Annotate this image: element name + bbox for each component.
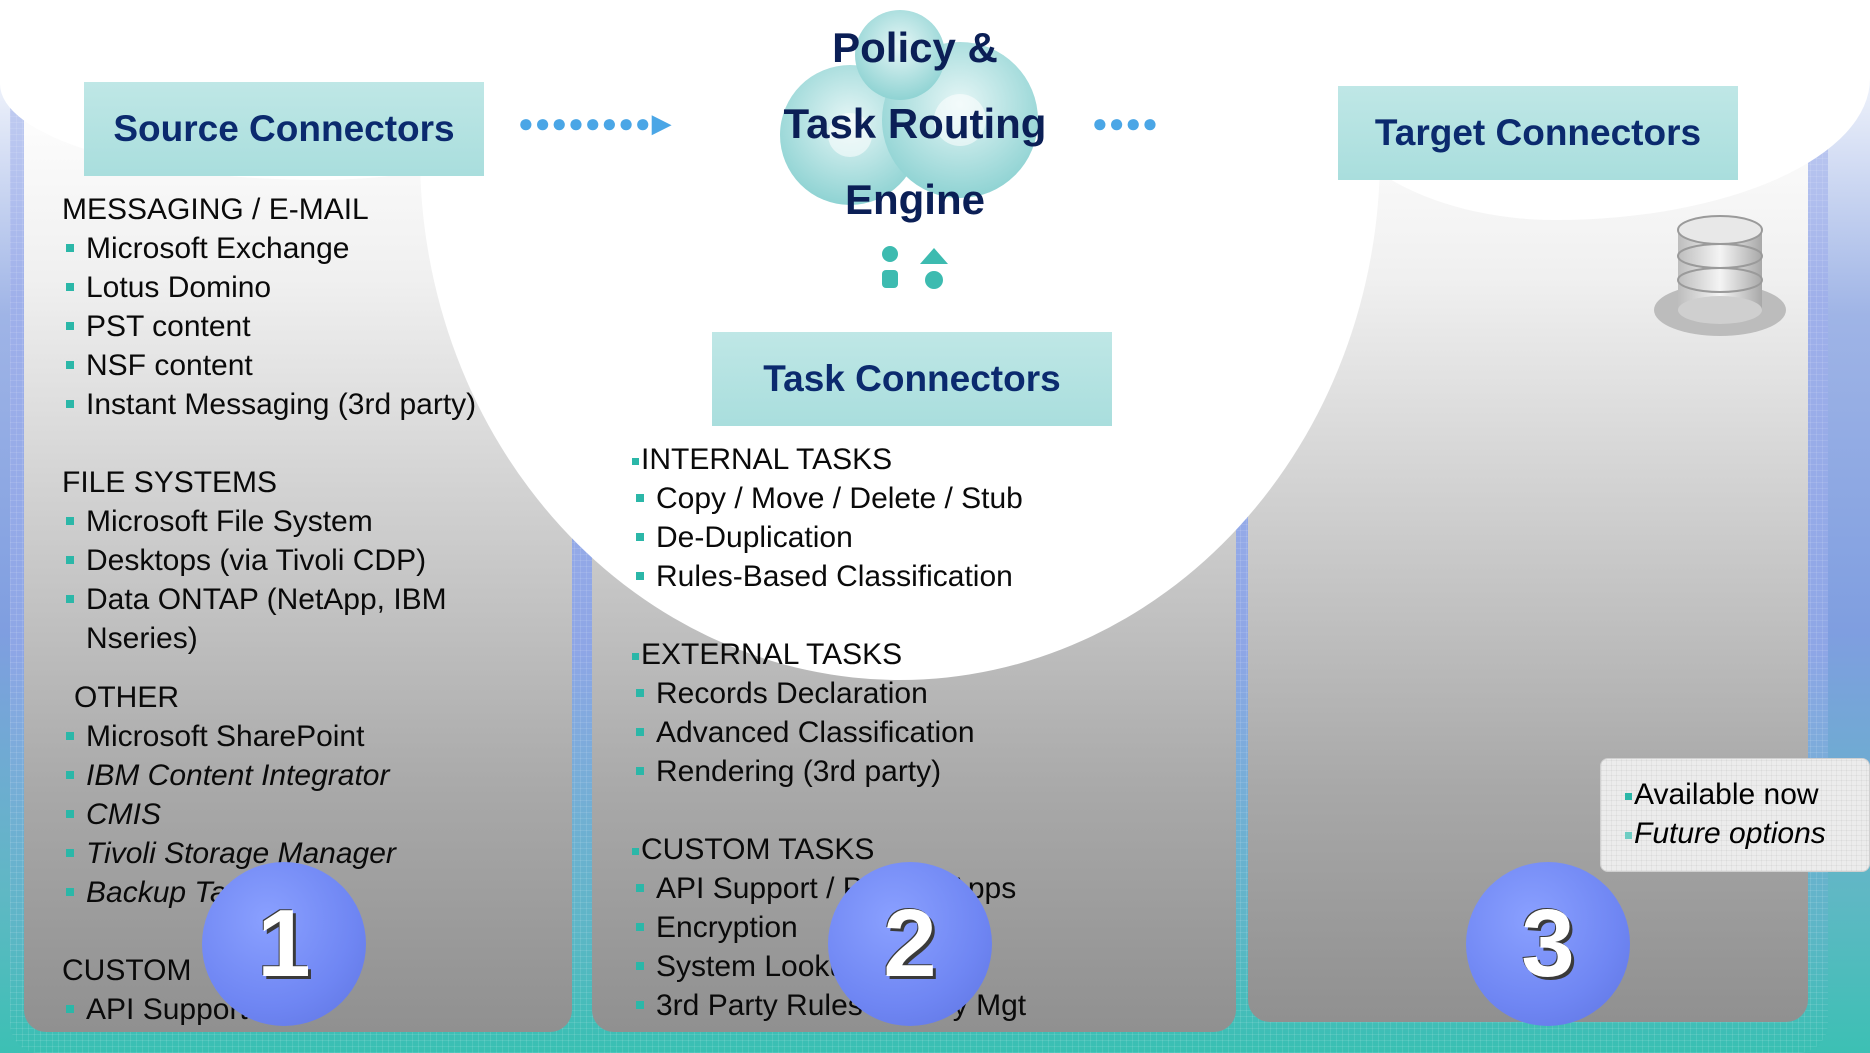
section-title: OTHER bbox=[74, 681, 179, 714]
legend-future: Future options bbox=[1625, 814, 1869, 853]
step-number-1: 1 bbox=[202, 862, 366, 1026]
list-item: Advanced Classification bbox=[632, 713, 1192, 752]
engine-title-line: Engine bbox=[844, 176, 985, 223]
spacer bbox=[62, 658, 542, 678]
list-item: Microsoft File System bbox=[62, 502, 542, 541]
engine-title: Policy & Task Routing Engine bbox=[770, 10, 1060, 238]
list-item: Microsoft Exchange bbox=[62, 229, 542, 268]
spacer bbox=[632, 596, 1192, 635]
engine-title-line: Policy & bbox=[832, 24, 998, 71]
list-item: Microsoft SharePoint bbox=[62, 717, 542, 756]
list-item: Desktops (via Tivoli CDP) bbox=[62, 541, 542, 580]
spacer bbox=[62, 424, 542, 463]
task-connectors-heading: Task Connectors bbox=[712, 332, 1112, 426]
list-item: NSF content bbox=[62, 346, 542, 385]
gears-icon bbox=[780, 10, 1038, 205]
list-item: Records Declaration bbox=[632, 674, 1192, 713]
list-item: CMIS bbox=[62, 795, 542, 834]
database-icon bbox=[1654, 215, 1786, 336]
section-title: FILE SYSTEMS bbox=[62, 466, 278, 499]
list-item: Encryption bbox=[632, 908, 1192, 947]
source-connectors-heading: Source Connectors bbox=[84, 82, 484, 176]
section-title: CUSTOM TASKS bbox=[632, 830, 1192, 869]
flow-arrow-left-icon: ●●●●●●●●▶ bbox=[518, 108, 673, 138]
list-item: API Support bbox=[62, 990, 542, 1029]
list-item: De-Duplication bbox=[632, 518, 1192, 557]
list-item: Rendering (3rd party) bbox=[632, 752, 1192, 791]
list-item: Instant Messaging (3rd party) bbox=[62, 385, 542, 424]
list-item: 3rd Party Rules / Policy Mgt bbox=[632, 986, 1192, 1025]
section-title: EXTERNAL TASKS bbox=[632, 635, 1192, 674]
spacer bbox=[632, 791, 1192, 830]
legend: Available now Future options bbox=[1600, 758, 1870, 872]
list-item: Rules-Based Classification bbox=[632, 557, 1192, 596]
list-item: Tivoli Storage Manager bbox=[62, 834, 542, 873]
step-number-2: 2 bbox=[828, 862, 992, 1026]
list-item: IBM Content Integrator bbox=[62, 756, 542, 795]
engine-title-line: Task Routing bbox=[783, 100, 1047, 147]
flow-arrow-right-icon: ●●●● bbox=[1092, 108, 1159, 138]
shapes-icon bbox=[882, 246, 948, 289]
list-item: Data ONTAP (NetApp, IBM Nseries) bbox=[62, 580, 476, 658]
section-title: INTERNAL TASKS bbox=[632, 440, 1192, 479]
target-connectors-heading: Target Connectors bbox=[1338, 86, 1738, 180]
step-number-3: 3 bbox=[1466, 862, 1630, 1026]
list-item: PST content bbox=[62, 307, 542, 346]
section-title: MESSAGING / E-MAIL bbox=[62, 193, 369, 226]
section-title: CUSTOM bbox=[62, 954, 192, 987]
legend-available: Available now bbox=[1625, 775, 1869, 814]
list-item: Copy / Move / Delete / Stub bbox=[632, 479, 1192, 518]
list-item: Lotus Domino bbox=[62, 268, 542, 307]
task-list: INTERNAL TASKS Copy / Move / Delete / St… bbox=[632, 440, 1192, 1025]
